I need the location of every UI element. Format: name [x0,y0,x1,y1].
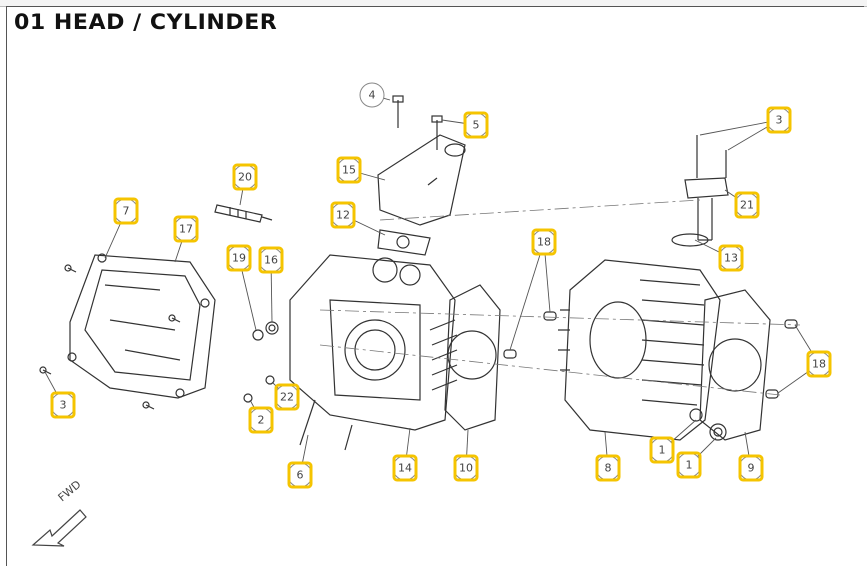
parts-drawing [39,95,801,451]
callout-number: 1 [686,459,693,472]
callout-8[interactable]: 8 [595,454,621,482]
highlight-box [718,244,744,272]
callout-number: 7 [123,205,130,218]
callout-5[interactable]: 5 [463,111,489,139]
callout-number: 19 [232,252,246,265]
highlight-box [595,454,621,482]
diagram-title: 01 HEAD / CYLINDER [14,10,278,34]
callout-17[interactable]: 17 [173,215,199,243]
callout-6[interactable]: 6 [287,461,313,489]
callout-number: 17 [179,223,193,236]
highlight-box [806,350,832,378]
callout-number: 4 [369,89,376,102]
highlight-box [463,111,489,139]
callout-16[interactable]: 16 [258,246,284,274]
cylinder-head [289,254,458,431]
callout-20[interactable]: 20 [232,163,258,191]
callout-1[interactable]: 1 [649,436,675,464]
callout-number: 20 [238,171,252,184]
highlight-box [531,228,557,256]
cam-chain-tensioner [671,135,729,247]
dowel-pins [503,311,798,399]
callout-21[interactable]: 21 [734,191,760,219]
head-gasket [444,284,501,431]
callout-circle [359,82,385,108]
callout-1[interactable]: 1 [676,451,702,479]
bolts-top [392,95,443,186]
highlight-box [676,451,702,479]
callout-number: 18 [812,358,826,371]
arrow-icon [31,509,87,547]
intake-manifold [377,134,466,256]
callout-2[interactable]: 2 [248,406,274,434]
callout-18[interactable]: 18 [806,350,832,378]
highlight-box [258,246,284,274]
highlight-box [173,215,199,243]
highlight-box [50,391,76,419]
spark-plug [214,204,273,223]
callout-22[interactable]: 22 [274,383,300,411]
callout-number: 13 [724,252,738,265]
callout-number: 22 [280,391,294,404]
callout-12[interactable]: 12 [330,201,356,229]
highlight-box [226,244,252,272]
callout-number: 1 [659,444,666,457]
highlight-box [649,436,675,464]
highlight-box [287,461,313,489]
callout-14[interactable]: 14 [392,454,418,482]
highlight-box [336,156,362,184]
callout-number: 10 [459,462,473,475]
callout-7[interactable]: 7 [113,197,139,225]
callout-number: 16 [264,254,278,267]
callout-number: 9 [748,462,755,475]
highlight-box [248,406,274,434]
callout-9[interactable]: 9 [738,454,764,482]
callout-number: 2 [258,414,265,427]
callout-18[interactable]: 18 [531,228,557,256]
callout-number: 21 [740,199,754,212]
highlight-box [113,197,139,225]
callout-19[interactable]: 19 [226,244,252,272]
highlight-box [453,454,479,482]
leader-lines [44,94,820,476]
diagram-frame [6,6,864,566]
head-cover [67,253,216,399]
fwd-arrow: FWD [31,478,87,547]
callout-number: 8 [605,462,612,475]
callout-3[interactable]: 3 [50,391,76,419]
highlight-box [274,383,300,411]
highlight-box [392,454,418,482]
callout-number: 14 [398,462,412,475]
studs [299,399,353,451]
callout-number: 5 [473,119,480,132]
leader-line [509,241,545,351]
leader-line [699,119,780,136]
highlight-box [330,201,356,229]
callout-number: 18 [537,236,551,249]
cylinder-block [558,259,721,441]
callout-4[interactable]: 4 [359,82,385,108]
callout-number: 3 [60,399,67,412]
callout-number: 6 [297,469,304,482]
fwd-label: FWD [56,478,84,504]
callout-3[interactable]: 3 [766,106,792,134]
callout-10[interactable]: 10 [453,454,479,482]
callout-13[interactable]: 13 [718,244,744,272]
small-parts-19-16 [243,321,279,403]
bolts-left [39,264,181,410]
highlight-box [734,191,760,219]
callout-number: 3 [776,114,783,127]
highlight-box [232,163,258,191]
base-gasket [699,289,771,441]
nuts-1 [689,408,727,441]
callout-15[interactable]: 15 [336,156,362,184]
highlight-box [738,454,764,482]
callout-number: 12 [336,209,350,222]
highlight-box [766,106,792,134]
callout-number: 15 [342,164,356,177]
